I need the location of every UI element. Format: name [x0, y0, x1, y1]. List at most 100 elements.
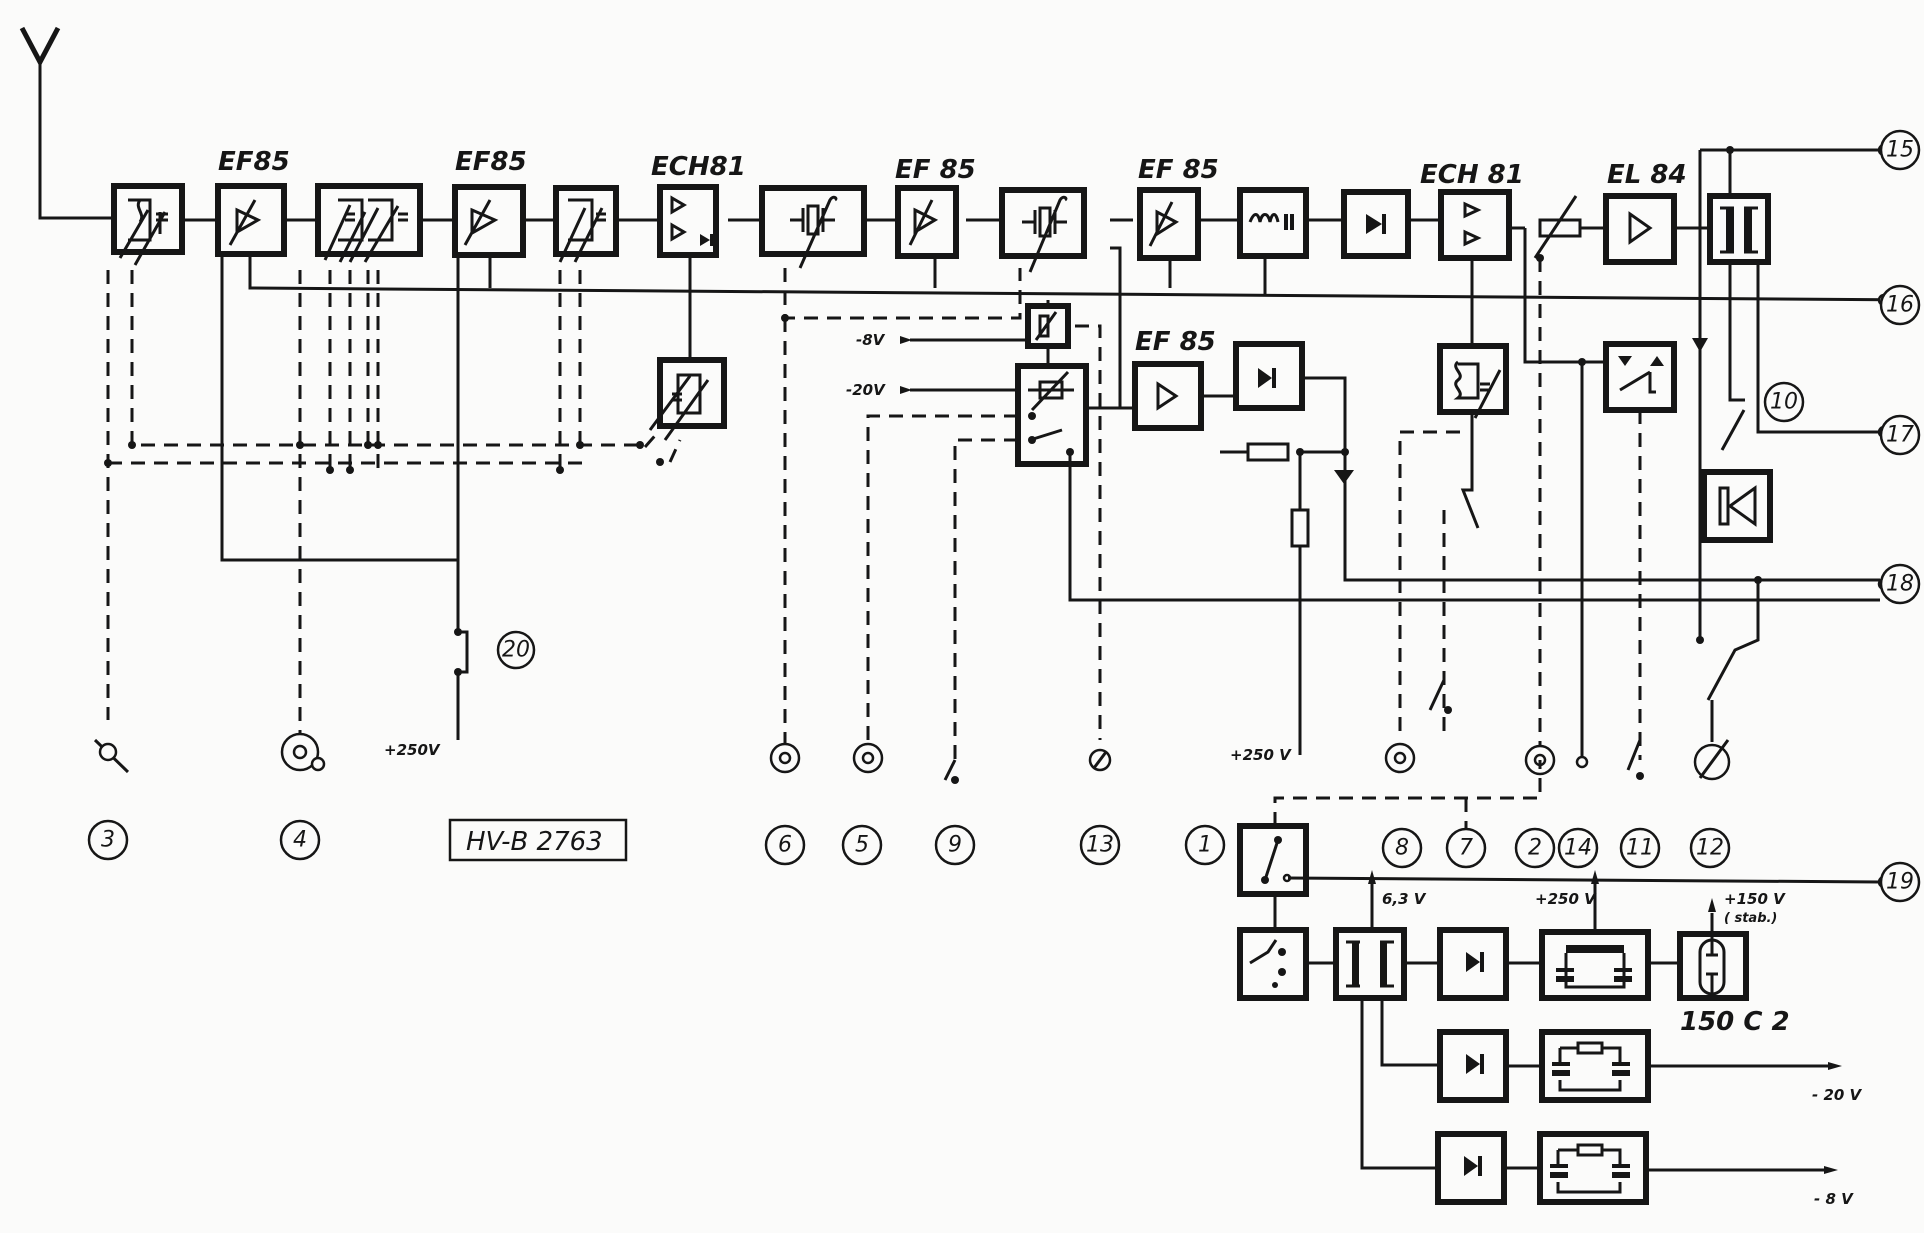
svg-text:2: 2	[1528, 836, 1542, 861]
if-crystal-filter-2-block	[999, 187, 1087, 273]
mute-switch-block	[1603, 341, 1677, 413]
voltage-label: - 8 V	[1814, 1190, 1854, 1208]
control-number-11: 11	[1619, 827, 1661, 869]
control-number-1: 1	[1184, 824, 1226, 866]
control-number-14: 14	[1557, 827, 1599, 869]
rectifier-8v-block	[1435, 1131, 1507, 1205]
control-number-13: 13	[1079, 824, 1121, 866]
tuning-gang-link	[106, 270, 682, 720]
input-filter-block	[111, 183, 185, 266]
voltage-label: +250 V	[1230, 746, 1292, 764]
voltage-label: 6,3 V	[1382, 890, 1427, 908]
svg-text:14: 14	[1564, 836, 1592, 861]
svg-text:16: 16	[1886, 293, 1914, 318]
rectifier-ht-block	[1437, 927, 1509, 1001]
control-knob-icon[interactable]	[852, 742, 884, 774]
agc-amplifier-block	[1132, 361, 1204, 431]
svg-text:20: 20	[502, 638, 530, 663]
jack-terminal-icon[interactable]	[1575, 755, 1589, 769]
svg-text:7: 7	[1459, 836, 1473, 861]
lowpass-filter-block	[1237, 187, 1309, 259]
control-number-6: 6	[764, 824, 806, 866]
svg-text:15: 15	[1886, 138, 1914, 163]
terminal-18: 18	[1877, 563, 1921, 605]
control-knob-icon[interactable]	[1384, 742, 1416, 774]
terminal-19: 19	[1877, 861, 1921, 903]
control-number-12: 12	[1689, 827, 1731, 869]
reference-label-box: HV-B 2763	[448, 818, 628, 862]
toggle-switch-icon[interactable]	[1428, 679, 1452, 714]
volume-control	[1533, 195, 1582, 262]
oscillator-tank-block	[648, 357, 727, 441]
power-amplifier-block	[1603, 193, 1677, 265]
rf-amplifier-2-block	[452, 184, 526, 258]
voltage-label: - 20 V	[1812, 1086, 1863, 1104]
tuning-meter-icon[interactable]	[1693, 739, 1731, 781]
svg-text:18: 18	[1886, 572, 1914, 597]
control-knob-icon[interactable]	[280, 732, 326, 772]
tube-label: EL 84	[1607, 160, 1687, 190]
svg-text:6: 6	[778, 833, 792, 858]
if-amplifier-block	[895, 185, 959, 259]
mains-transformer-block	[1333, 927, 1407, 1001]
control-knob-icon[interactable]	[769, 742, 801, 774]
control-number-5: 5	[841, 824, 883, 866]
rectifier-20v-block	[1437, 1029, 1509, 1103]
output-transformer-block	[1707, 193, 1771, 265]
tube-label: ECH 81	[1420, 160, 1524, 190]
svg-text:10: 10	[1770, 390, 1798, 415]
tube-label: EF 85	[1138, 155, 1219, 185]
terminal-16: 16	[1877, 284, 1921, 326]
bfo-pitch-block	[1025, 303, 1071, 349]
svg-text:1: 1	[1198, 833, 1212, 858]
terminal-17: 17	[1877, 414, 1921, 456]
control-number-8: 8	[1381, 827, 1423, 869]
if-amplifier-2-block	[1137, 187, 1201, 261]
voltage-label: +150 V	[1724, 890, 1786, 908]
svg-text:13: 13	[1086, 833, 1114, 858]
svg-text:12: 12	[1696, 836, 1724, 861]
regulator-tube-label: 150 C 2	[1680, 1007, 1790, 1037]
voltage-label: -8V	[856, 331, 886, 349]
if-crystal-filter-1-block	[759, 185, 867, 269]
toggle-switch-icon[interactable]	[943, 759, 959, 784]
item-number-circle	[496, 630, 536, 670]
voltage-label: +250 V	[1535, 890, 1597, 908]
rf-amplifier-block	[215, 183, 287, 257]
voltage-selector-block[interactable]	[1237, 927, 1309, 1001]
signal-line	[182, 218, 1710, 230]
screwdriver-adjust-icon[interactable]	[1088, 748, 1112, 772]
antenna-icon	[19, 26, 112, 220]
svg-text:3: 3	[101, 828, 115, 853]
agc-control-block	[1015, 363, 1089, 467]
mixer-oscillator-block	[657, 184, 719, 258]
filter-ht-block	[1539, 929, 1651, 1001]
voltage-note: ( stab.)	[1724, 911, 1777, 926]
control-number-4: 4	[279, 819, 321, 861]
tube-label: EF 85	[895, 155, 976, 185]
svg-text:4: 4	[293, 828, 307, 853]
svg-text:8: 8	[1395, 836, 1409, 861]
svg-text:9: 9	[948, 833, 962, 858]
power-switch-block[interactable]	[1237, 823, 1309, 897]
detector-block	[1341, 189, 1411, 259]
terminal-15: 15	[1877, 129, 1921, 171]
toggle-switch-icon[interactable]	[1626, 739, 1644, 780]
svg-text:19: 19	[1886, 870, 1914, 895]
voltage-label: +250V	[384, 741, 441, 759]
control-knob-icon[interactable]	[93, 738, 130, 774]
bfo-tank-block	[1437, 343, 1509, 419]
noise-limiter	[1220, 442, 1354, 755]
svg-text:17: 17	[1886, 423, 1914, 448]
tube-label: EF 85	[1135, 327, 1216, 357]
voltage-regulator-block	[1677, 913, 1749, 1001]
svg-text:5: 5	[855, 833, 869, 858]
svg-text:11: 11	[1626, 836, 1654, 861]
control-number-2: 2	[1514, 827, 1556, 869]
agc-bus	[248, 254, 1919, 302]
tuned-circuit-block	[553, 185, 619, 263]
voltage-label: -20V	[846, 381, 886, 399]
speaker-icon	[1701, 469, 1773, 543]
